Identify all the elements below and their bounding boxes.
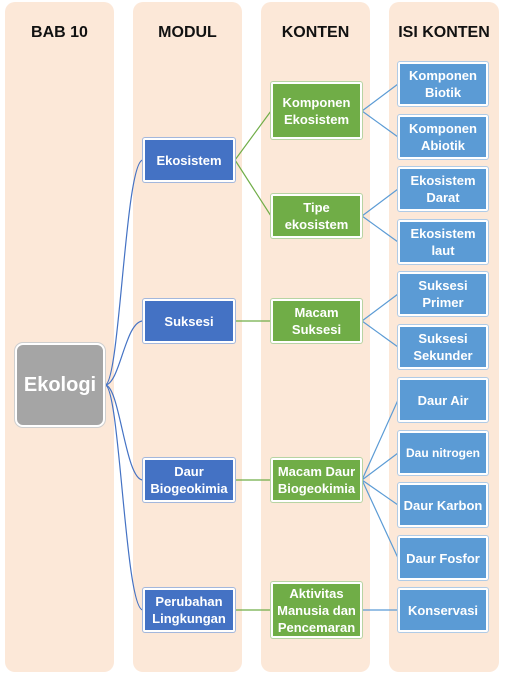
content-komponen-ekosistem: Komponen Ekosistem — [271, 82, 362, 139]
connector-suksesi-sekunder — [361, 320, 399, 348]
content-aktivitas-manusia: Aktivitas Manusia dan Pencemaran — [271, 582, 362, 638]
column-bab: BAB 10 — [5, 2, 114, 672]
item-suksesi-sekunder: Suksesi Sekunder — [398, 325, 488, 369]
connector-root-ekosistem — [104, 159, 144, 386]
connector-komponen-biotik — [361, 83, 399, 112]
module-perubahan-lingkungan: Perubahan Lingkungan — [143, 588, 235, 632]
connector-ekosistem-tipe — [234, 159, 272, 217]
connector-suksesi-primer — [361, 293, 399, 322]
item-suksesi-primer: Suksesi Primer — [398, 272, 488, 316]
item-daur-air: Daur Air — [398, 378, 488, 422]
connector-daur-karbon — [361, 479, 399, 506]
item-dau-nitrogen: Dau nitrogen — [398, 431, 488, 475]
column-title-konten: KONTEN — [281, 24, 350, 41]
item-ekosistem-laut: Ekosistem laut — [398, 220, 488, 264]
module-suksesi: Suksesi — [143, 299, 235, 343]
connector-tipe-laut — [361, 215, 399, 243]
item-komponen-biotik: Komponen Biotik — [398, 62, 488, 106]
connector-root-suksesi — [104, 320, 144, 386]
content-macam-daur-biogeokimia: Macam Daur Biogeokimia — [271, 458, 362, 502]
column-title-modul: MODUL — [158, 24, 217, 41]
connector-komponen-abiotik — [361, 110, 399, 138]
connector-daur-nitrogen — [361, 452, 399, 481]
module-ekosistem: Ekosistem — [143, 138, 235, 182]
item-komponen-abiotik: Komponen Abiotik — [398, 115, 488, 159]
item-ekosistem-darat: Ekosistem Darat — [398, 167, 488, 211]
connector-root-daur — [104, 384, 144, 481]
item-daur-karbon: Daur Karbon — [398, 483, 488, 527]
item-daur-fosfor: Daur Fosfor — [398, 536, 488, 580]
column-title-bab: BAB 10 — [31, 24, 88, 41]
connector-daur-air — [361, 399, 399, 481]
connector-daur-fosfor — [361, 479, 399, 559]
connector-root-perubahan — [104, 384, 144, 611]
connector-tipe-darat — [361, 188, 399, 217]
root-node-ekologi: Ekologi — [15, 343, 105, 427]
connector-ekosistem-komponen — [234, 110, 272, 161]
content-tipe-ekosistem: Tipe ekosistem — [271, 194, 362, 238]
content-macam-suksesi: Macam Suksesi — [271, 299, 362, 343]
column-title-isi-konten: ISI KONTEN — [398, 24, 490, 41]
module-daur-biogeokimia: Daur Biogeokimia — [143, 458, 235, 502]
item-konservasi: Konservasi — [398, 588, 488, 632]
